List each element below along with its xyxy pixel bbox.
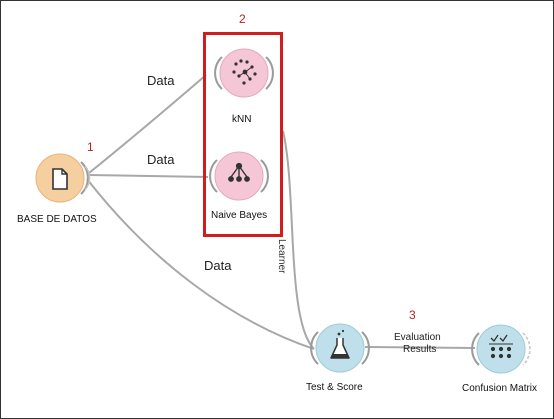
edge-learner bbox=[282, 130, 315, 350]
naive-bayes-tree-icon bbox=[228, 162, 250, 182]
node-confusion-matrix[interactable] bbox=[471, 324, 531, 374]
edge-label-evaluation: Evaluation bbox=[394, 332, 441, 343]
edge-base-knn bbox=[88, 74, 207, 174]
edge-label-data-test: Data bbox=[204, 258, 232, 273]
confusion-matrix-icon bbox=[489, 334, 513, 359]
edge-base-naive bbox=[88, 174, 209, 178]
node-base-de-datos[interactable] bbox=[35, 153, 91, 203]
node-label-base-de-datos: BASE DE DATOS bbox=[17, 214, 97, 225]
learners-highlight-box bbox=[203, 32, 283, 237]
annotation-3: 3 bbox=[409, 308, 416, 322]
annotation-1: 1 bbox=[87, 140, 94, 154]
edge-base-test bbox=[86, 178, 315, 350]
node-label-test-and-score: Test & Score bbox=[306, 382, 363, 393]
node-label-knn: kNN bbox=[232, 114, 252, 125]
node-knn[interactable] bbox=[214, 48, 274, 98]
file-icon bbox=[52, 168, 68, 190]
edge-test-confusion bbox=[364, 346, 476, 349]
annotation-2: 2 bbox=[239, 12, 246, 26]
edge-label-results: Results bbox=[403, 344, 437, 355]
edge-label-data-knn: Data bbox=[147, 73, 175, 88]
edge-label-learner: Learner bbox=[276, 239, 287, 274]
node-test-and-score[interactable] bbox=[310, 323, 370, 373]
node-label-confusion-matrix: Confusion Matrix bbox=[462, 383, 538, 394]
node-label-naive-bayes: Naive Bayes bbox=[211, 210, 268, 221]
flask-icon bbox=[330, 329, 350, 359]
node-naive-bayes[interactable] bbox=[209, 151, 269, 201]
edge-label-data-naive: Data bbox=[147, 152, 175, 167]
knn-scatter-icon bbox=[232, 59, 257, 85]
